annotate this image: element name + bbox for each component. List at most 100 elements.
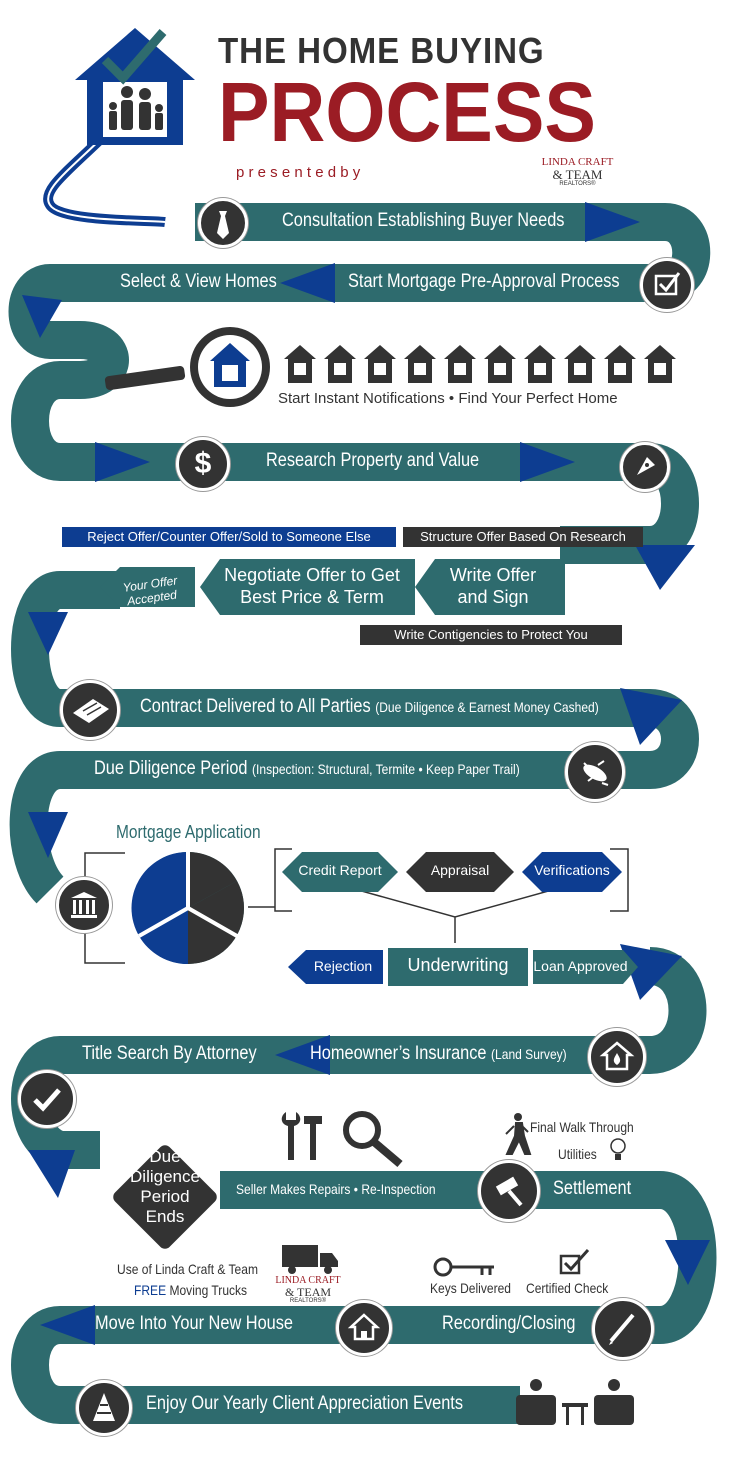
tools-icon — [281, 1111, 403, 1168]
arrow-3 — [22, 295, 62, 338]
due-diligence-ends-diamond — [110, 1142, 220, 1252]
diamond-appraisal — [406, 852, 514, 892]
contingencies-banner: Write Contigencies to Protect You — [360, 625, 622, 645]
final-walk-through: Final Walk Through — [530, 1119, 634, 1135]
walker-icon — [505, 1113, 532, 1155]
presented-by: p r e s e n t e d b y — [236, 164, 361, 181]
mortgage-application-title: Mortgage Application — [116, 822, 261, 842]
checkbox-icon — [640, 258, 694, 312]
certified-check: Certified Check — [526, 1280, 609, 1296]
road-segment-2 — [9, 571, 699, 904]
diamond-credit — [282, 852, 398, 892]
trucks-line-2: FREE Moving Trucks — [134, 1282, 247, 1298]
arrow-7 — [28, 612, 68, 655]
trucks-logo-line-2: & TEAM — [284, 1285, 332, 1299]
mortgage-pie — [131, 851, 244, 965]
dollar-icon: $ — [176, 437, 230, 491]
dd-ends-line-1: Due — [149, 1147, 181, 1166]
lightbulb-icon — [610, 1138, 626, 1160]
step-research: Research Property and Value — [266, 450, 480, 471]
trucks-logo-line-1: LINDA CRAFT — [275, 1275, 341, 1286]
underwriting: Underwriting — [407, 955, 509, 975]
reject-banner: Reject Offer/Counter Offer/Sold to Someo… — [62, 527, 396, 547]
checkmark-icon — [18, 1070, 76, 1128]
contract-label: Contract Delivered to All Parties — [140, 696, 371, 717]
armchairs-icon — [516, 1379, 634, 1425]
step-pre-approval: Start Mortgage Pre-Approval Process — [348, 271, 620, 292]
arrow-12 — [28, 1150, 75, 1198]
arrow-8 — [620, 688, 682, 745]
logo-line-2: & TEAM — [552, 167, 603, 182]
fire-house-icon — [588, 1028, 646, 1086]
contract-sub: (Due Diligence & Earnest Money Cashed) — [375, 699, 599, 715]
arrow-1 — [585, 202, 640, 242]
logo-line-1: LINDA CRAFT — [541, 156, 614, 168]
insurance-label: Homeowner’s Insurance — [310, 1043, 487, 1064]
pen-icon — [592, 1298, 654, 1360]
trucks-free: FREE — [134, 1282, 167, 1298]
arrow-4 — [95, 442, 150, 482]
verifications: Verifications — [534, 862, 610, 878]
negotiate-line-1: Negotiate Offer to Get — [224, 565, 400, 585]
due-diligence-label: Due Diligence Period — [94, 758, 248, 779]
step-settlement: Settlement — [553, 1178, 632, 1199]
dd-ends-line-3: Period — [140, 1187, 190, 1206]
mortgage-diamonds — [282, 852, 622, 892]
negotiate-line-2: Best Price & Term — [240, 587, 384, 607]
house-family-icon — [75, 28, 195, 145]
truck-icon — [282, 1245, 338, 1274]
title-line-1: THE HOME BUYING — [218, 30, 545, 71]
write-line-1: Write Offer — [449, 565, 537, 585]
arrow-2 — [280, 263, 335, 303]
step-due-diligence: Due Diligence Period (Inspection: Struct… — [94, 758, 520, 780]
arrow-14 — [40, 1305, 95, 1345]
step-notifications: Start Instant Notifications • Find Your … — [278, 390, 618, 407]
step-select-view: Select & View Homes — [120, 271, 277, 292]
title-line-2: PROCESS — [218, 65, 596, 159]
gavel-icon — [478, 1160, 540, 1222]
arrow-5 — [520, 442, 575, 482]
arrows — [22, 202, 710, 1345]
arrow-13 — [665, 1240, 710, 1285]
offer-chevrons — [100, 559, 565, 615]
step-contract: Contract Delivered to All Parties (Due D… — [140, 696, 599, 718]
trucks-logo: LINDA CRAFT & TEAM REALTORS® — [268, 1275, 348, 1305]
road-fill — [150, 266, 270, 300]
loan-approved: Loan Approved — [533, 958, 628, 974]
arrow-6 — [635, 545, 695, 590]
credit-report: Credit Report — [298, 862, 382, 878]
trucks-line-1: Use of Linda Craft & Team — [117, 1261, 258, 1277]
step-recording: Recording/Closing — [442, 1313, 576, 1334]
thumbs-down-houses — [284, 345, 676, 383]
trucks-moving: Moving Trucks — [169, 1282, 248, 1298]
pen-nib-icon — [620, 442, 670, 492]
small-house-icon — [336, 1300, 392, 1356]
road-segment-4 — [11, 1171, 717, 1424]
tie-icon — [198, 198, 248, 248]
arrow-11 — [275, 1035, 330, 1075]
arrow-9 — [28, 812, 68, 858]
company-logo: LINDA CRAFT & TEAM REALTORS® — [540, 156, 615, 188]
party-hat-icon — [76, 1380, 132, 1436]
structure-banner: Structure Offer Based On Research — [403, 527, 643, 547]
arrow-10 — [620, 944, 682, 1000]
negotiate-offer: Negotiate Offer to Get Best Price & Term — [222, 564, 402, 608]
bank-icon — [56, 877, 112, 933]
write-offer: Write Offer and Sign — [428, 564, 558, 608]
write-line-2: and Sign — [457, 587, 529, 607]
certified-check-icon — [559, 1248, 590, 1275]
step-title-search: Title Search By Attorney — [82, 1043, 257, 1064]
step-events: Enjoy Our Yearly Client Appreciation Eve… — [146, 1393, 464, 1414]
magnifier-house-icon — [104, 327, 270, 407]
contract-icon — [60, 680, 120, 740]
step-repairs: Seller Makes Repairs • Re-Inspection — [236, 1181, 436, 1197]
step-consultation: Consultation Establishing Buyer Needs — [282, 210, 565, 231]
step-insurance: Homeowner’s Insurance (Land Survey) — [310, 1043, 567, 1065]
due-diligence-ends: Due Diligence Period Ends — [115, 1147, 215, 1227]
dd-ends-line-2: Diligence — [130, 1167, 200, 1186]
insurance-sub: (Land Survey) — [491, 1046, 567, 1062]
utilities: Utilities — [558, 1146, 597, 1162]
road-segment-3 — [11, 947, 707, 1169]
trucks-logo-line-3: REALTORS® — [289, 1298, 327, 1304]
